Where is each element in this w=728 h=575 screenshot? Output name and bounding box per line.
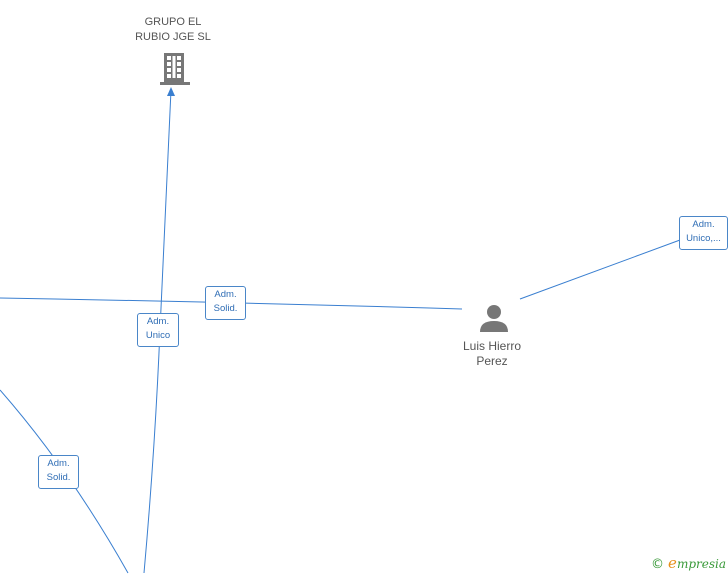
brand-name: mpresia [676,557,726,571]
edge-bottom-to-company [143,89,172,574]
person-name: Luis Hierro Perez [442,339,542,369]
edge-label-line1: Adm. [214,289,237,300]
building-icon[interactable] [158,50,192,86]
edge-label-line1: Adm. [692,219,715,230]
edge-label-line2: Unico [145,330,171,341]
edge-label[interactable]: Adm. Unico,... [679,216,728,250]
edge-label[interactable]: Adm. Solid. [38,455,79,489]
company-name-line2: RUBIO JGE SL [135,31,211,43]
company-name: GRUPO EL RUBIO JGE SL [118,15,228,45]
edge-label-line2: Unico,... [686,233,721,244]
edge-label-line2: Solid. [46,472,71,483]
edge-person-to-right [519,239,681,300]
person-name-line1: Luis Hierro [462,339,522,353]
edge-label[interactable]: Adm. Unico [137,313,179,347]
brand-first-letter: e [668,554,677,572]
arrowhead [167,87,175,96]
edge-label[interactable]: Adm. Solid. [205,286,246,320]
edge-label-line1: Adm. [47,458,70,469]
person-icon[interactable] [478,303,510,333]
person-name-line2: Perez [476,354,508,368]
company-name-line1: GRUPO EL [144,16,202,28]
brand-logo: ©empresia [651,554,726,572]
edge-label-line1: Adm. [146,316,170,327]
copyright-icon: © [651,557,665,572]
edge-label-line2: Solid. [213,303,238,314]
